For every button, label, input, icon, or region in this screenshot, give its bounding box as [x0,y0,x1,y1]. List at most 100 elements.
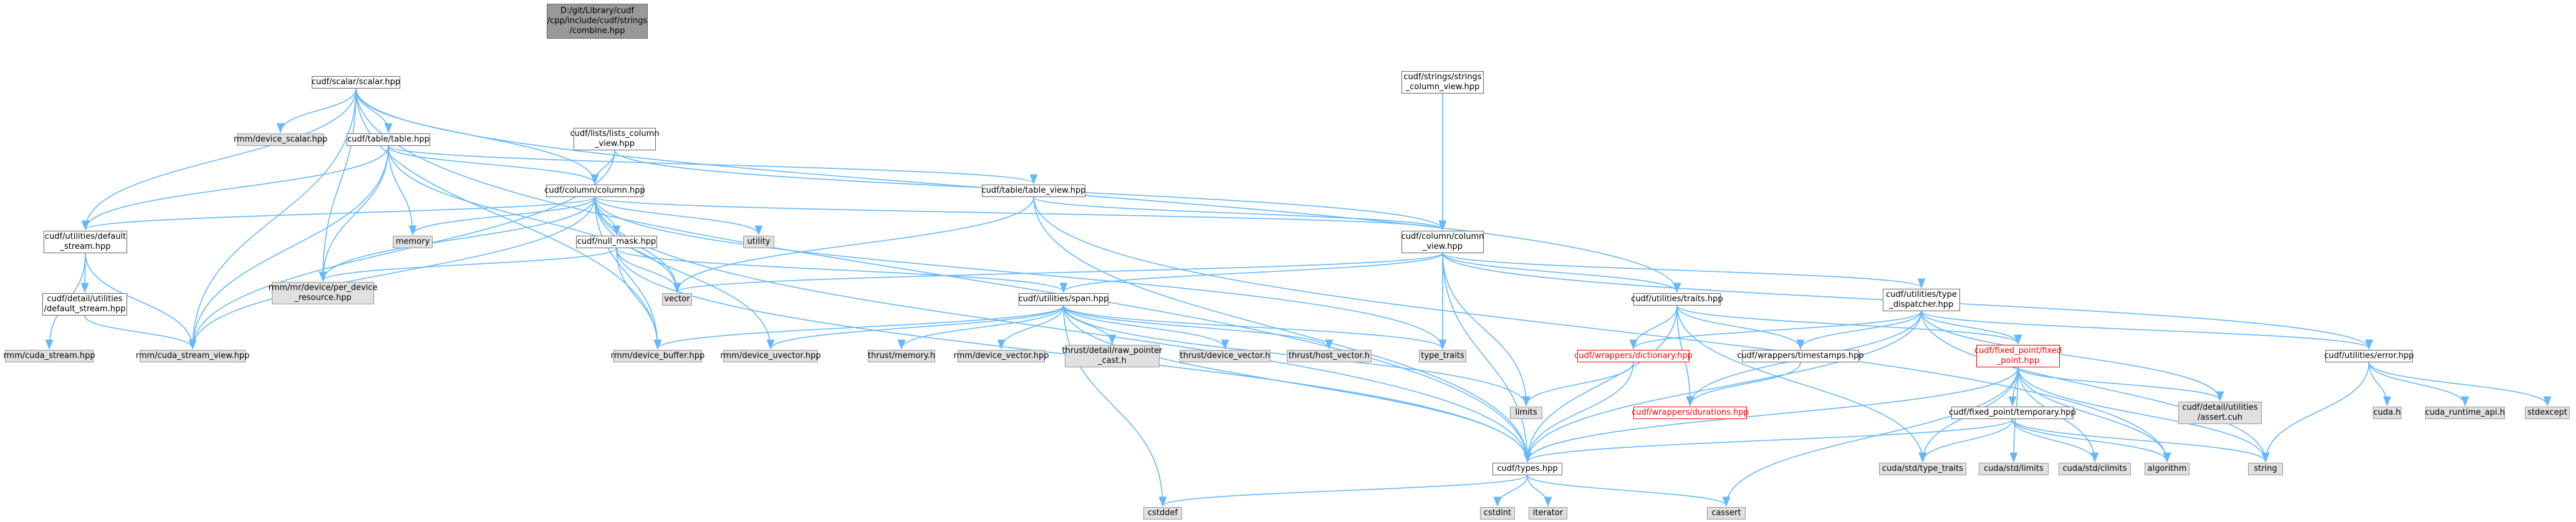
node-table-view[interactable]: cudf/table/table_view.hpp [982,185,1085,197]
edge-detail-default-stream-to-cuda-stream-view [84,315,197,350]
edge-error-to-stdexcept [2368,362,2552,407]
edge-span-to-type-traits [1063,305,1447,350]
node-strings-view[interactable]: cudf/strings/strings _column_view.hpp [1401,71,1484,94]
node-detail-default-stream[interactable]: cudf/detail/utilities /default_stream.hp… [42,293,127,316]
edge-temporary-to-types [1523,418,2013,463]
edge-scalar-to-device-scalar [276,88,357,133]
edge-column-to-memory [408,196,595,236]
node-per-device[interactable]: rmm/mr/device/per_device _resource.hpp [268,282,378,304]
node-column-view[interactable]: cudf/column/column _view.hpp [1401,231,1484,253]
edge-column-view-to-types [1442,253,1532,463]
node-string[interactable]: string [2248,463,2283,475]
edge-table-to-column [388,145,599,185]
edge-column-to-per-device [319,196,595,282]
node-device-buffer[interactable]: rmm/device_buffer.hpp [611,350,704,362]
node-type-dispatcher[interactable]: cudf/utilities/type _dispatcher.hpp [1883,289,1960,311]
edge-column-view-to-type-dispatcher [1442,253,1925,289]
node-cuda-stream-view[interactable]: rmm/cuda_stream_view.hpp [136,350,249,362]
edge-default-stream-to-cuda-stream-view [85,253,197,350]
edge-null-mask-to-device-buffer [616,248,662,350]
edge-table-to-table-view [388,145,1037,185]
node-cuda-h[interactable]: cuda.h [2373,407,2401,419]
edge-traits-to-types [1523,305,1678,463]
edge-temporary-to-algorithm [2012,418,2171,463]
edge-type-dispatcher-to-wrappers-dictionary [1629,311,1922,350]
edge-table-view-to-types [1033,196,1532,463]
edge-type-dispatcher-to-wrappers-timestamps [1796,311,1922,350]
edge-wrappers-dictionary-to-limits [1522,362,1634,407]
node-algorithm[interactable]: algorithm [2145,463,2189,475]
node-cuda-climits[interactable]: cuda/std/climits [2059,463,2131,475]
edge-error-to-cuda-runtime [2368,362,2469,407]
node-memory[interactable]: memory [393,236,433,248]
edge-null-mask-to-span [616,248,1068,293]
edge-fixed-point-to-string [2017,367,2270,463]
node-cuda-type-traits[interactable]: cuda/std/type_traits [1879,463,1966,475]
node-lists-view[interactable]: cudf/lists/lists_column _view.hpp [570,128,660,150]
node-span[interactable]: cudf/utilities/span.hpp [1019,293,1108,306]
edge-type-dispatcher-to-types [1523,311,1922,463]
edge-scalar-to-default-stream [81,88,357,231]
edge-span-to-device-uvector [766,305,1064,350]
edge-table-to-cuda-stream-view [188,145,389,350]
node-device-uvector[interactable]: rmm/device_uvector.hpp [720,350,821,362]
node-rmm-device-vector[interactable]: rmm/device_vector.hpp [954,350,1049,362]
node-utility[interactable]: utility [743,236,774,248]
edge-column-to-default-stream [82,196,595,231]
node-thrust-raw-pointer[interactable]: thrust/detail/raw_pointer _cast.h [1062,345,1163,367]
edge-column-to-device-buffer [594,196,662,350]
edge-temporary-to-cuda-type-traits [1918,418,2013,463]
node-default-stream[interactable]: cudf/utilities/default _stream.hpp [44,231,127,253]
edge-table-to-default-stream [81,145,389,231]
node-vector[interactable]: vector [662,293,692,306]
node-cuda-limits[interactable]: cuda/std/limits [1979,463,2049,475]
node-device-scalar[interactable]: rmm/device_scalar.hpp [234,133,327,146]
edge-column-to-cuda-stream-view [188,196,595,350]
edge-fixed-point-to-algorithm [2017,367,2171,463]
node-cuda-stream[interactable]: rmm/cuda_stream.hpp [3,350,95,362]
node-limits[interactable]: limits [1510,407,1542,419]
edge-fixed-point-to-types [1523,367,2019,463]
node-wrappers-dictionary[interactable]: cudf/wrappers/dictionary.hpp [1574,350,1693,362]
node-cuda-runtime[interactable]: cuda_runtime_api.h [2425,407,2505,419]
edge-fixed-point-to-assert-cuh [2017,367,2224,402]
node-wrappers-timestamps[interactable]: cudf/wrappers/timestamps.hpp [1737,350,1864,362]
node-traits[interactable]: cudf/utilities/traits.hpp [1631,293,1723,306]
node-scalar[interactable]: cudf/scalar/scalar.hpp [312,76,400,89]
node-type-traits[interactable]: type_traits [1419,350,1466,362]
edge-column-to-type-traits [594,196,1447,350]
edge-error-to-string [2261,362,2370,463]
edge-span-to-thrust-memory [897,305,1064,350]
node-cstdint[interactable]: cstdint [1480,507,1515,520]
node-temporary[interactable]: cudf/fixed_point/temporary.hpp [1949,407,2076,419]
node-cstddef[interactable]: cstddef [1143,507,1182,520]
node-types[interactable]: cudf/types.hpp [1492,463,1562,475]
edge-scalar-to-table [355,88,393,133]
node-stdexcept[interactable]: stdexcept [2525,407,2570,419]
node-null-mask[interactable]: cudf/null_mask.hpp [576,236,657,248]
edge-table-to-memory [388,145,417,236]
edge-scalar-to-cuda-stream-view [188,88,357,350]
node-error[interactable]: cudf/utilities/error.hpp [2324,350,2414,362]
node-wrappers-durations[interactable]: cudf/wrappers/durations.hpp [1632,407,1749,419]
edge-column-to-utility [594,196,763,236]
edge-temporary-to-cuda-climits [2012,418,2099,463]
edge-wrappers-dictionary-to-types [1523,362,1634,463]
node-fixed-point[interactable]: cudf/fixed_point/fixed _point.hpp [1974,345,2062,367]
edge-span-to-device-buffer [653,305,1064,350]
edge-column-view-to-vector [673,253,1443,293]
edge-type-dispatcher-to-assert-cuh [1921,311,2224,402]
node-assert-cuh[interactable]: cudf/detail/utilities /assert.cuh [2178,402,2262,424]
node-iterator[interactable]: iterator [1529,507,1567,520]
node-thrust-memory[interactable]: thrust/memory.h [868,350,935,362]
node-table[interactable]: cudf/table/table.hpp [347,133,430,146]
edge-column-view-to-limits [1442,253,1531,407]
edge-fixed-point-to-cassert [1722,367,2019,507]
edge-span-to-thrust-device-vector [1063,305,1229,350]
node-thrust-host-vector[interactable]: thrust/host_vector.h [1287,350,1372,362]
edge-column-view-to-span [1059,253,1443,293]
node-thrust-device-vector[interactable]: thrust/device_vector.h [1180,350,1271,362]
node-column[interactable]: cudf/column/column.hpp [544,185,645,197]
node-cassert[interactable]: cassert [1707,507,1746,520]
